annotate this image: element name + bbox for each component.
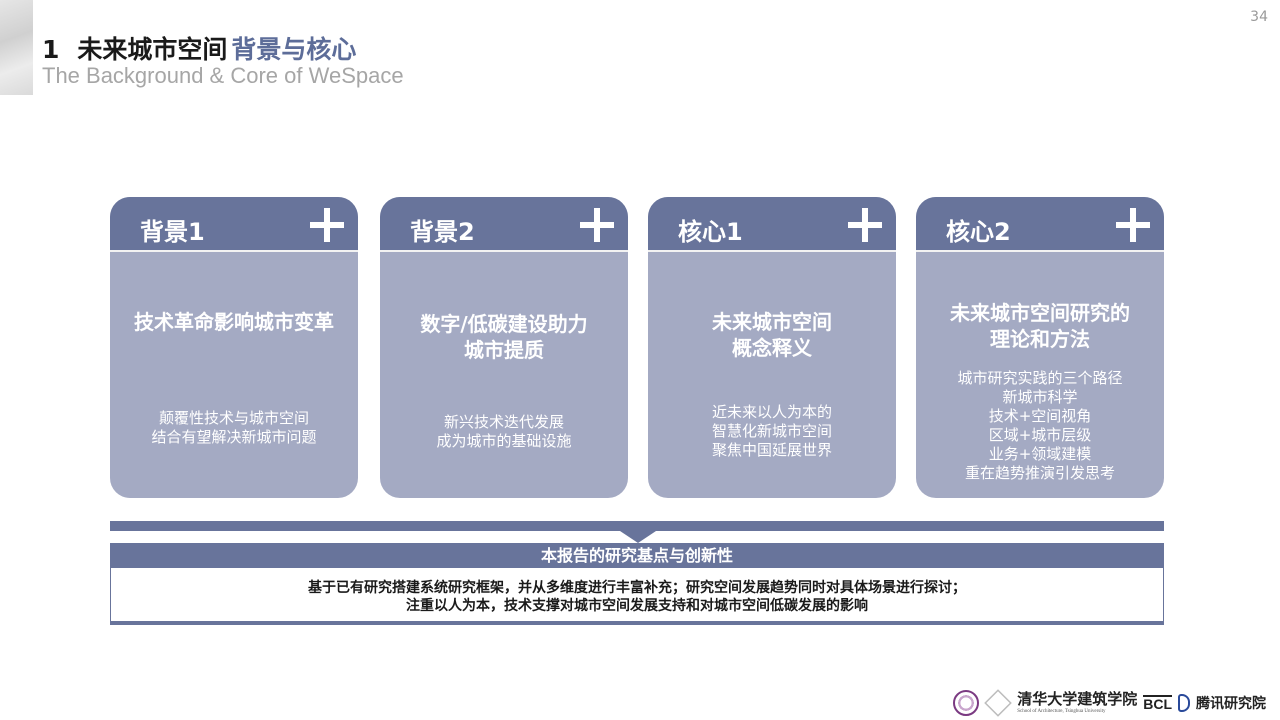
card-heading-line: 数字/低碳建设助力	[420, 312, 588, 336]
section-number: 1	[42, 35, 60, 64]
card-heading-line: 未来城市空间	[712, 310, 832, 334]
plus-icon[interactable]	[848, 208, 882, 242]
bcl-logo: BCL	[1143, 695, 1172, 712]
summary-box: 本报告的研究基点与创新性 基于已有研究搭建系统研究框架，并从多维度进行丰富补充；…	[110, 543, 1164, 625]
card-header: 核心1	[648, 197, 896, 252]
card-heading-line: 未来城市空间研究的	[950, 301, 1130, 325]
tsinghua-seal-icon	[953, 690, 980, 716]
card-body-line: 智慧化新城市空间	[711, 422, 832, 440]
card-heading-line: 理论和方法	[990, 327, 1090, 351]
card-label: 核心1	[678, 218, 743, 246]
corner-decoration-image	[0, 0, 33, 95]
title-highlight: 背景与核心	[231, 35, 357, 64]
card-header: 背景1	[110, 197, 358, 252]
card-heading: 数字/低碳建设助力 城市提质	[380, 311, 628, 363]
card-label: 背景1	[140, 218, 205, 246]
card-label: 核心2	[946, 218, 1011, 246]
plus-icon[interactable]	[580, 208, 614, 242]
card-body-line: 近未来以人为本的	[711, 403, 832, 421]
summary-top-bar	[110, 521, 1164, 531]
school-name-en: School of Architecture, Tsinghua Univers…	[1017, 709, 1106, 714]
plus-icon[interactable]	[1116, 208, 1150, 242]
card-body-line: 重在趋势推演引发思考	[964, 464, 1115, 482]
architecture-cube-icon	[984, 689, 1012, 717]
card-body-line: 城市研究实践的三个路径	[957, 369, 1123, 387]
page-title: 1 未来城市空间背景与核心	[42, 30, 356, 66]
institute-name: 腾讯研究院	[1196, 696, 1266, 712]
page-number: 34	[1250, 9, 1268, 25]
card-heading: 技术革命影响城市变革	[110, 309, 358, 335]
school-name: 清华大学建筑学院	[1017, 690, 1138, 708]
down-arrow-icon	[620, 531, 656, 543]
card-heading: 未来城市空间 概念释义	[648, 309, 896, 361]
card-heading-line: 概念释义	[732, 336, 812, 360]
school-logo: 清华大学建筑学院 School of Architecture, Tsinghu…	[1017, 690, 1138, 715]
card-body: 新兴技术迭代发展 成为城市的基础设施	[380, 413, 628, 451]
card-body: 近未来以人为本的 智慧化新城市空间 聚焦中国延展世界	[648, 403, 896, 460]
card-body-line: 新兴技术迭代发展	[443, 413, 564, 431]
title-main: 未来城市空间	[77, 35, 228, 64]
plus-icon[interactable]	[310, 208, 344, 242]
card-body: 城市研究实践的三个路径 新城市科学 技术+空间视角 区域+城市层级 业务+领域建…	[916, 369, 1164, 483]
card-core-2: 核心2 未来城市空间研究的 理论和方法 城市研究实践的三个路径 新城市科学 技术…	[916, 197, 1164, 498]
card-heading-line: 技术革命影响城市变革	[134, 310, 334, 334]
card-heading-line: 城市提质	[464, 338, 544, 362]
tencent-research-icon	[1178, 694, 1190, 712]
card-header: 背景2	[380, 197, 628, 252]
summary-line: 基于已有研究搭建系统研究框架，并从多维度进行丰富补充；研究空间发展趋势同时对具体…	[308, 580, 966, 596]
card-label: 背景2	[410, 218, 475, 246]
card-body-line: 聚焦中国延展世界	[711, 441, 832, 459]
card-body-line: 结合有望解决新城市问题	[151, 428, 317, 446]
summary-line: 注重以人为本，技术支撑对城市空间发展支持和对城市空间低碳发展的影响	[406, 598, 868, 614]
card-body-line: 业务+领域建模	[988, 445, 1092, 463]
card-background-2: 背景2 数字/低碳建设助力 城市提质 新兴技术迭代发展 成为城市的基础设施	[380, 197, 628, 498]
card-background-1: 背景1 技术革命影响城市变革 颠覆性技术与城市空间 结合有望解决新城市问题	[110, 197, 358, 498]
card-heading: 未来城市空间研究的 理论和方法	[916, 300, 1164, 352]
summary-text: 基于已有研究搭建系统研究框架，并从多维度进行丰富补充；研究空间发展趋势同时对具体…	[111, 568, 1163, 615]
card-body-line: 技术+空间视角	[988, 407, 1092, 425]
footer-logos: 清华大学建筑学院 School of Architecture, Tsinghu…	[953, 688, 1266, 718]
card-body: 颠覆性技术与城市空间 结合有望解决新城市问题	[110, 409, 358, 447]
card-header: 核心2	[916, 197, 1164, 252]
card-core-1: 核心1 未来城市空间 概念释义 近未来以人为本的 智慧化新城市空间 聚焦中国延展…	[648, 197, 896, 498]
card-body-line: 区域+城市层级	[988, 426, 1092, 444]
page-subtitle: The Background & Core of WeSpace	[42, 63, 404, 88]
card-body-line: 成为城市的基础设施	[436, 432, 572, 450]
summary-title: 本报告的研究基点与创新性	[111, 544, 1163, 568]
card-body-line: 新城市科学	[1002, 388, 1078, 406]
card-body-line: 颠覆性技术与城市空间	[158, 409, 309, 427]
